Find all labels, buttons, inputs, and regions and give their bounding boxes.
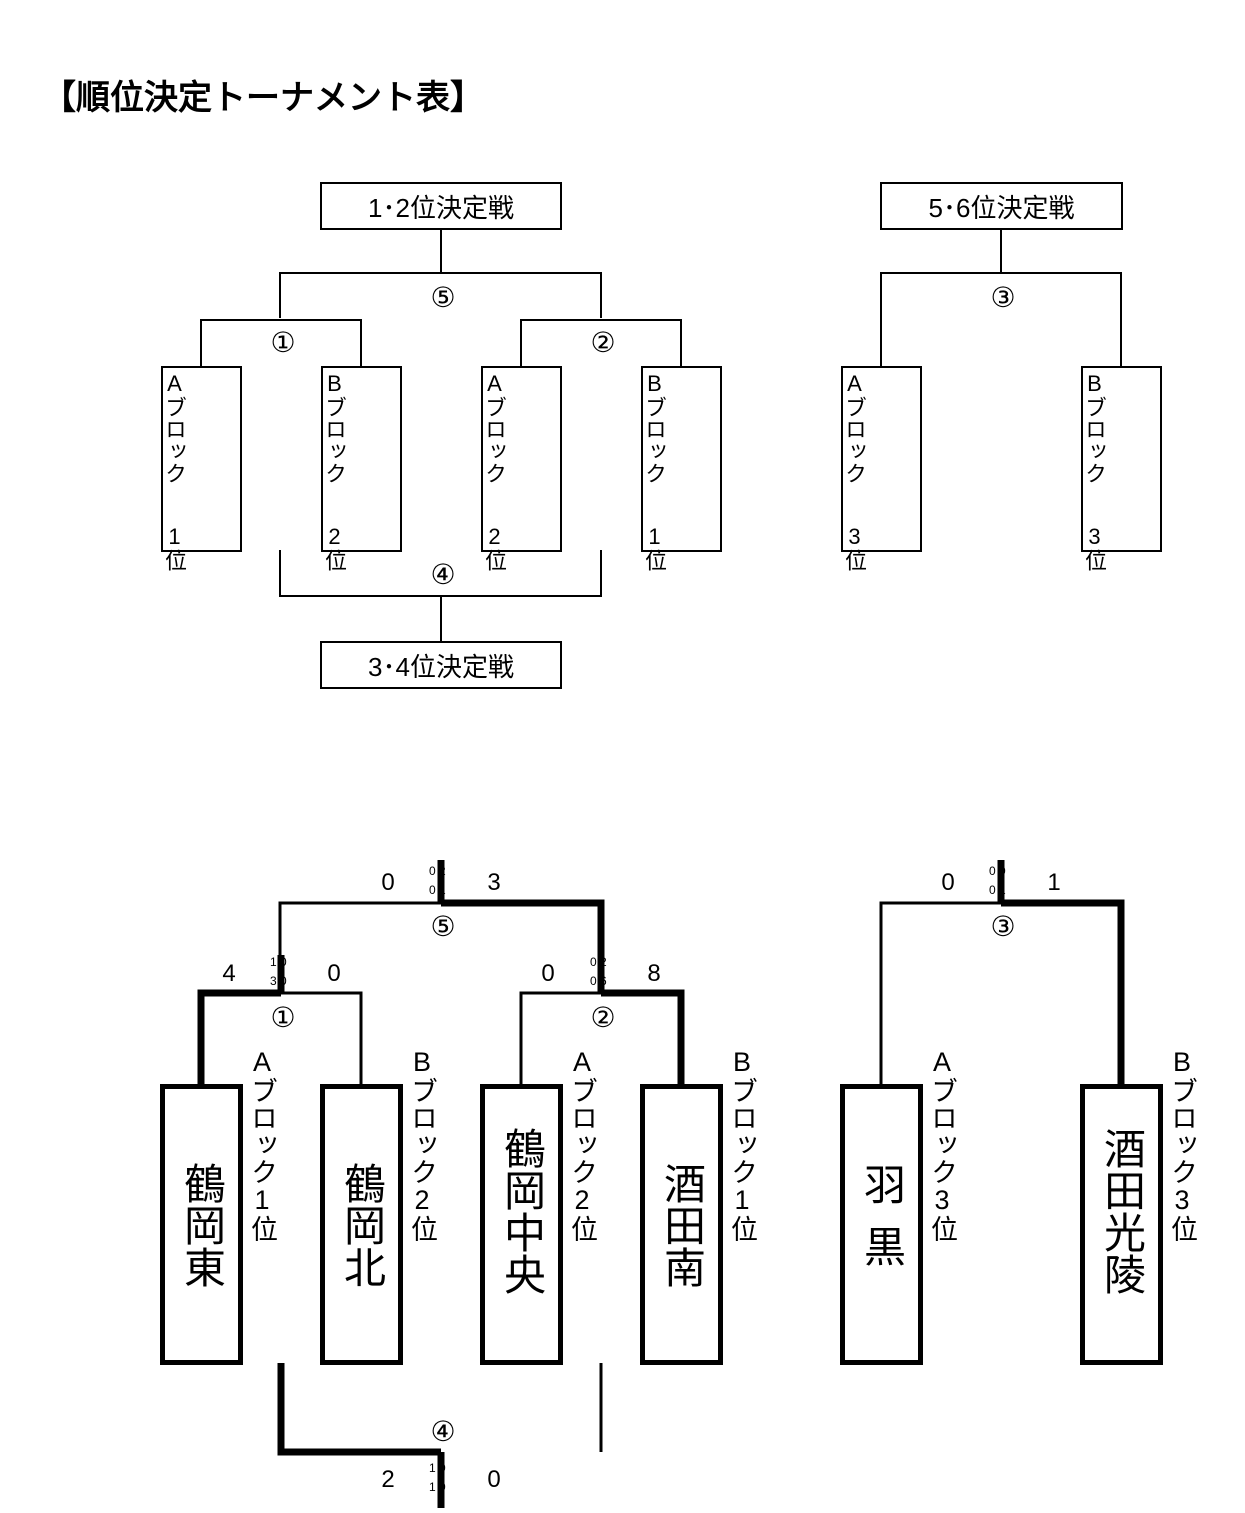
template-match-3: ③ xyxy=(990,282,1016,313)
m2-innings-top: 0 2 xyxy=(590,955,607,969)
results-bracket-thick xyxy=(197,860,1125,1508)
team-name: 羽黒 xyxy=(858,1162,906,1287)
slot-rank: 3位 xyxy=(842,524,867,571)
block-rank-label: Aブロック3位 xyxy=(927,1047,957,1242)
m2-innings-bottom: 0 6 xyxy=(590,974,607,988)
template-match-5: ⑤ xyxy=(430,282,456,313)
m3-innings-top: 0 0 xyxy=(989,864,1006,878)
team-name: 酒田光陵 xyxy=(1098,1126,1146,1295)
result-match-2: ② xyxy=(590,1002,616,1033)
m3-left-score: 0 xyxy=(941,869,955,896)
team-name: 鶴岡東 xyxy=(178,1161,226,1288)
template-slot-b2: Bブロック 2位 xyxy=(321,366,402,571)
final-label-box: 1･2位決定戦 xyxy=(320,182,562,230)
m3-innings-bottom: 0 1 xyxy=(989,883,1006,897)
template-slot-b3: Bブロック 3位 xyxy=(1081,366,1162,571)
m5-innings-top: 0 2 xyxy=(429,864,446,878)
m4-right-score: 0 xyxy=(487,1466,501,1493)
block-rank-label: Bブロック1位 xyxy=(727,1047,757,1242)
template-bracket xyxy=(200,228,1122,642)
team-box-tsuruoka-chuo: 鶴岡中央 xyxy=(480,1084,563,1365)
m1-left-score: 4 xyxy=(222,960,236,987)
team-box-sakata-koryo: 酒田光陵 xyxy=(1080,1084,1163,1365)
team-box-haguro: 羽黒 xyxy=(840,1084,923,1365)
slot-rank: 2位 xyxy=(322,524,347,571)
third-place-label: 3･4位決定戦 xyxy=(368,651,514,682)
third-place-label-box: 3･4位決定戦 xyxy=(320,641,562,689)
final-label: 1･2位決定戦 xyxy=(368,192,514,223)
page-title: 【順位決定トーナメント表】 xyxy=(42,79,484,117)
template-match-2: ② xyxy=(590,327,616,358)
template-match-1: ① xyxy=(270,327,296,358)
team-box-tsuruoka-higashi: 鶴岡東 xyxy=(160,1084,243,1365)
team-box-sakata-minami: 酒田南 xyxy=(640,1084,723,1365)
result-match-1: ① xyxy=(270,1002,296,1033)
fifth-place-label: 5･6位決定戦 xyxy=(928,192,1075,223)
block-rank-label: Aブロック1位 xyxy=(247,1047,277,1242)
result-match-5: ⑤ xyxy=(430,911,456,942)
m5-innings-bottom: 0 1 xyxy=(429,883,446,897)
m4-innings-bottom: 1 0 xyxy=(429,1480,446,1494)
m5-left-score: 0 xyxy=(381,869,395,896)
block-rank-label: Aブロック2位 xyxy=(567,1047,597,1242)
team-name: 鶴岡北 xyxy=(338,1161,386,1288)
m1-innings-bottom: 3 0 xyxy=(270,974,287,988)
m4-left-score: 2 xyxy=(381,1466,395,1493)
slot-block: Bブロック xyxy=(642,371,667,484)
team-box-tsuruoka-kita: 鶴岡北 xyxy=(320,1084,403,1365)
slot-block: Aブロック xyxy=(842,371,867,484)
slot-rank: 1位 xyxy=(642,524,667,571)
template-slot-a1: Aブロック 1位 xyxy=(161,366,242,571)
slot-rank: 1位 xyxy=(162,524,187,571)
fifth-place-label-box: 5･6位決定戦 xyxy=(880,182,1123,230)
result-match-3: ③ xyxy=(990,911,1016,942)
slot-block: Bブロック xyxy=(322,371,347,484)
m1-innings-top: 1 0 xyxy=(270,955,287,969)
m1-right-score: 0 xyxy=(327,960,341,987)
m3-right-score: 1 xyxy=(1047,869,1061,896)
slot-rank: 3位 xyxy=(1082,524,1107,571)
team-name: 鶴岡中央 xyxy=(498,1126,546,1295)
result-match-4: ④ xyxy=(430,1416,456,1447)
template-slot-a2: Aブロック 2位 xyxy=(481,366,562,571)
m5-right-score: 3 xyxy=(487,869,501,896)
slot-block: Aブロック xyxy=(162,371,187,484)
slot-block: Bブロック xyxy=(1082,371,1107,484)
team-name: 酒田南 xyxy=(658,1161,706,1288)
template-match-4: ④ xyxy=(430,559,456,590)
slot-block: Aブロック xyxy=(482,371,507,484)
m2-right-score: 8 xyxy=(647,960,661,987)
m2-left-score: 0 xyxy=(541,960,555,987)
template-slot-a3: Aブロック 3位 xyxy=(841,366,922,571)
block-rank-label: Bブロック2位 xyxy=(407,1047,437,1242)
template-slot-b1: Bブロック 1位 xyxy=(641,366,722,571)
slot-rank: 2位 xyxy=(482,524,507,571)
m4-innings-top: 1 0 xyxy=(429,1461,446,1475)
block-rank-label: Bブロック3位 xyxy=(1167,1047,1197,1242)
